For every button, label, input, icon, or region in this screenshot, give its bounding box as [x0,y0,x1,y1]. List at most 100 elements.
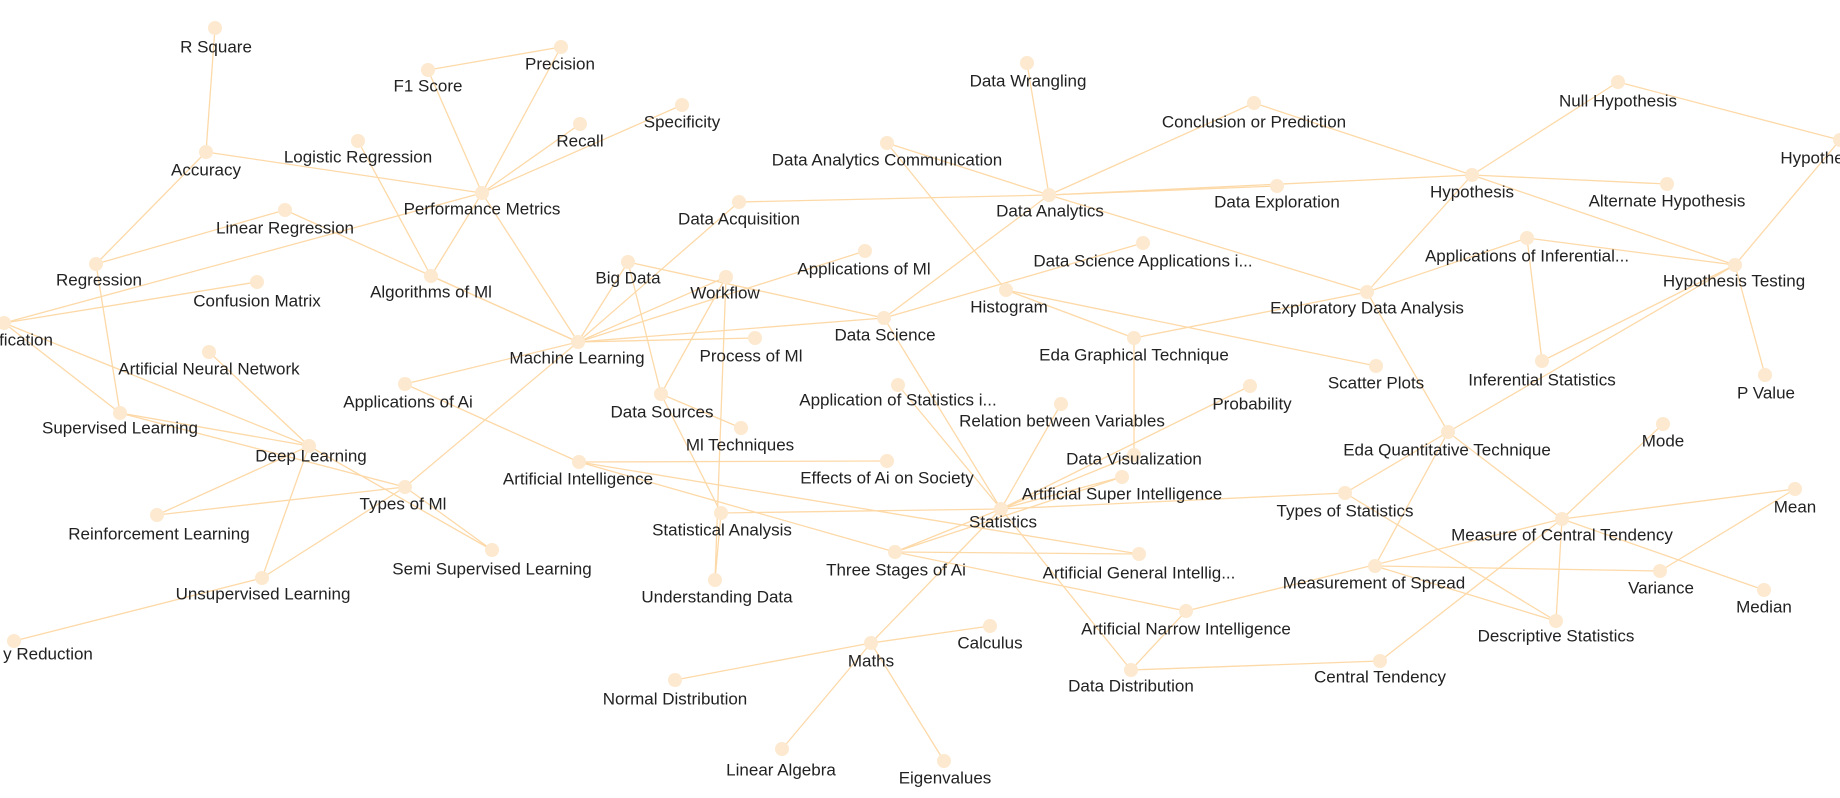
node-dot[interactable] [1653,564,1667,578]
node-data-acquisition[interactable]: Data Acquisition [678,195,800,228]
node-label[interactable]: Semi Supervised Learning [392,559,591,578]
node-label[interactable]: Histogram [970,297,1047,316]
node-dot[interactable] [858,244,872,258]
node-dot[interactable] [1555,512,1569,526]
node-semi-supervised-learning[interactable]: Semi Supervised Learning [392,543,592,578]
node-label[interactable]: Linear Algebra [726,760,836,779]
node-mode[interactable]: Mode [1642,417,1685,450]
node-label[interactable]: F1 Score [394,76,463,95]
node-label[interactable]: Measurement of Spread [1283,573,1465,592]
node-label[interactable]: fication [0,330,53,349]
node-regression[interactable]: Regression [56,257,142,289]
node-dot[interactable] [89,257,103,271]
node-median[interactable]: Median [1736,583,1792,616]
node-dot[interactable] [864,636,878,650]
node-data-wrangling[interactable]: Data Wrangling [970,56,1087,90]
node-dot[interactable] [150,508,164,522]
node-label[interactable]: Median [1736,597,1792,616]
node-label[interactable]: Hypothesis [1430,182,1514,201]
node-algorithms-of-ml[interactable]: Algorithms of Ml [370,269,492,301]
node-data-science-applications[interactable]: Data Science Applications i... [1033,236,1253,270]
node-dot[interactable] [0,316,11,330]
node-accuracy[interactable]: Accuracy [171,145,241,179]
node-measurement-of-spread[interactable]: Measurement of Spread [1283,559,1465,592]
node-confusion-matrix[interactable]: Confusion Matrix [193,275,321,310]
node-label[interactable]: Data Distribution [1068,676,1194,695]
node-label[interactable]: Eda Quantitative Technique [1343,440,1551,459]
node-types-of-statistics[interactable]: Types of Statistics [1277,486,1414,520]
node-dot[interactable] [1054,397,1068,411]
node-label[interactable]: Applications of Inferential... [1425,246,1629,265]
node-label[interactable]: Regression [56,270,142,289]
node-dot[interactable] [1020,56,1034,70]
node-dot[interactable] [424,269,438,283]
node-dot[interactable] [732,195,746,209]
node-label[interactable]: Data Wrangling [970,71,1087,90]
node-dimensionality-reduction[interactable]: y Reduction [3,634,93,663]
node-label[interactable]: Linear Regression [216,218,354,237]
node-dot[interactable] [1757,583,1771,597]
node-label[interactable]: Data Analytics [996,201,1104,220]
node-label[interactable]: P Value [1737,383,1795,402]
node-label[interactable]: Precision [525,54,595,73]
node-label[interactable]: Mean [1774,497,1817,516]
node-three-stages-of-ai[interactable]: Three Stages of Ai [826,545,966,579]
node-dot[interactable] [734,421,748,435]
node-dot[interactable] [202,345,216,359]
node-label[interactable]: Artificial Neural Network [118,359,300,378]
node-label[interactable]: Variance [1628,578,1694,597]
node-label[interactable]: Specificity [644,112,721,131]
node-artificial-general-intelligence[interactable]: Artificial General Intellig... [1043,547,1236,582]
node-dot[interactable] [994,502,1008,516]
node-label[interactable]: Hypothe [1780,148,1840,167]
node-dot[interactable] [1115,470,1129,484]
node-data-visualization[interactable]: Data Visualization [1066,448,1202,468]
node-label[interactable]: Null Hypothesis [1559,91,1677,110]
node-dot[interactable] [1360,285,1374,299]
node-artificial-neural-network[interactable]: Artificial Neural Network [118,345,300,378]
node-label[interactable]: Algorithms of Ml [370,282,492,301]
node-dot[interactable] [1338,486,1352,500]
node-conclusion-or-prediction[interactable]: Conclusion or Prediction [1162,96,1346,131]
node-label[interactable]: Types of Statistics [1277,501,1414,520]
node-classification[interactable]: fication [0,316,53,349]
node-variance[interactable]: Variance [1628,564,1694,597]
node-artificial-narrow-intelligence[interactable]: Artificial Narrow Intelligence [1081,604,1291,638]
node-label[interactable]: Calculus [957,633,1022,652]
node-dot[interactable] [654,387,668,401]
node-label[interactable]: Supervised Learning [42,418,198,437]
node-applications-of-ai[interactable]: Applications of Ai [343,377,473,411]
node-dot[interactable] [1535,354,1549,368]
node-label[interactable]: Performance Metrics [404,199,561,218]
node-label[interactable]: Data Visualization [1066,449,1202,468]
node-dot[interactable] [7,634,21,648]
node-dot[interactable] [199,145,213,159]
node-dot[interactable] [668,673,682,687]
node-label[interactable]: Data Sources [611,402,714,421]
node-r-square[interactable]: R Square [180,21,252,56]
node-mean[interactable]: Mean [1774,482,1817,516]
node-dot[interactable] [937,754,951,768]
node-artificial-intelligence[interactable]: Artificial Intelligence [503,455,653,488]
node-dot[interactable] [572,455,586,469]
node-label[interactable]: Unsupervised Learning [176,584,351,603]
node-label[interactable]: Understanding Data [641,587,793,606]
node-linear-algebra[interactable]: Linear Algebra [726,742,836,779]
node-label[interactable]: Artificial Intelligence [503,469,653,488]
node-label[interactable]: Machine Learning [509,348,644,367]
node-dot[interactable] [891,378,905,392]
node-label[interactable]: Data Science Applications i... [1033,251,1252,270]
node-label[interactable]: Eda Graphical Technique [1039,345,1229,364]
node-dot[interactable] [278,203,292,217]
node-histogram[interactable]: Histogram [970,283,1048,316]
node-inferential-statistics[interactable]: Inferential Statistics [1468,354,1616,389]
node-label[interactable]: Big Data [595,268,661,287]
node-label[interactable]: Data Science [834,325,935,344]
node-dot[interactable] [708,573,722,587]
node-hypothesis-edge[interactable]: Hypothe [1780,133,1840,167]
node-label[interactable]: Measure of Central Tendency [1451,525,1673,544]
node-eda-quantitative-technique[interactable]: Eda Quantitative Technique [1343,425,1551,459]
node-dot[interactable] [719,270,733,284]
node-maths[interactable]: Maths [848,636,894,670]
